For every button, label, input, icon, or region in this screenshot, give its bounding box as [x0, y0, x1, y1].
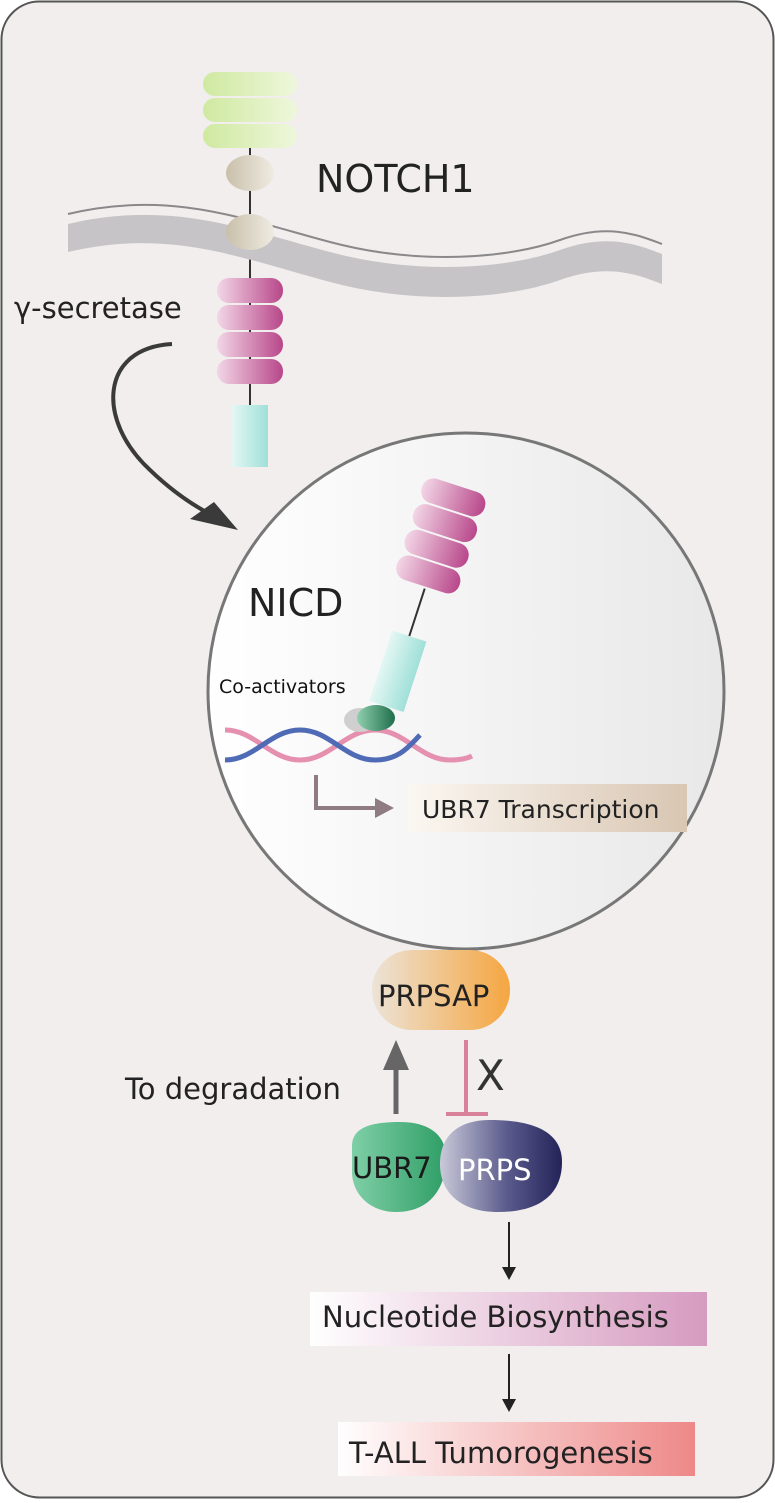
egf-repeat — [203, 72, 297, 96]
tad-domain-nicd — [369, 630, 427, 713]
gamma-secretase-label: γ-secretase — [14, 291, 182, 325]
tad-domain-receptor — [232, 405, 268, 467]
prps-to-nucleotide-arrowhead — [502, 1267, 516, 1280]
nucleotide-biosynthesis-box — [310, 1292, 707, 1346]
tall-tumorogenesis-box — [338, 1422, 695, 1476]
ankyrin-repeat — [217, 359, 283, 384]
nicd-label: NICD — [248, 581, 343, 625]
nucleotide-to-tall-arrowhead — [502, 1399, 516, 1412]
transcription-arrow — [314, 775, 378, 810]
ankyrin-repeat — [217, 305, 283, 330]
egf-repeat — [203, 124, 297, 148]
prps-protein — [440, 1120, 562, 1212]
notch1-label: NOTCH1 — [316, 157, 475, 201]
lnr-domain — [226, 155, 274, 191]
cleavage-arrow — [111, 342, 223, 522]
prps-label: PRPS — [458, 1153, 532, 1187]
nicd-linker — [408, 588, 426, 637]
coactivator-green — [357, 705, 395, 731]
to-degradation-label: To degradation — [124, 1072, 341, 1106]
degradation-arrowhead — [383, 1040, 409, 1070]
ankyrin-repeats-receptor — [217, 278, 283, 384]
ubr7-transcription-box — [408, 784, 687, 832]
egf-repeats — [203, 72, 297, 148]
ankyrin-repeat — [396, 555, 461, 594]
cleavage-arrowhead — [190, 502, 238, 530]
cell-membrane — [67, 203, 663, 297]
prpsap-protein — [372, 950, 510, 1030]
ankyrin-repeat — [217, 332, 283, 357]
egf-repeat — [203, 98, 297, 122]
tall-tumorogenesis-label: T-ALL Tumorogenesis — [348, 1436, 653, 1470]
inhibition-blocked-mark: X — [476, 1051, 505, 1100]
dna-strand-blue — [224, 727, 422, 763]
ankyrin-repeat — [421, 478, 486, 517]
ankyrin-repeat — [412, 504, 478, 543]
coactivators-label: Co-activators — [219, 676, 346, 698]
ankyrin-repeat — [217, 278, 283, 303]
nicd-protein — [369, 478, 486, 713]
ankyrin-repeat — [404, 529, 469, 568]
ubr7-label: UBR7 — [352, 1151, 432, 1185]
nucleotide-biosynthesis-label: Nucleotide Biosynthesis — [322, 1300, 669, 1334]
prpsap-label: PRPSAP — [378, 979, 489, 1013]
transcription-arrowhead — [375, 798, 394, 818]
lnr-domain-membrane — [226, 214, 274, 250]
ubr7-transcription-label: UBR7 Transcription — [422, 795, 659, 824]
ubr7-protein — [352, 1122, 446, 1212]
